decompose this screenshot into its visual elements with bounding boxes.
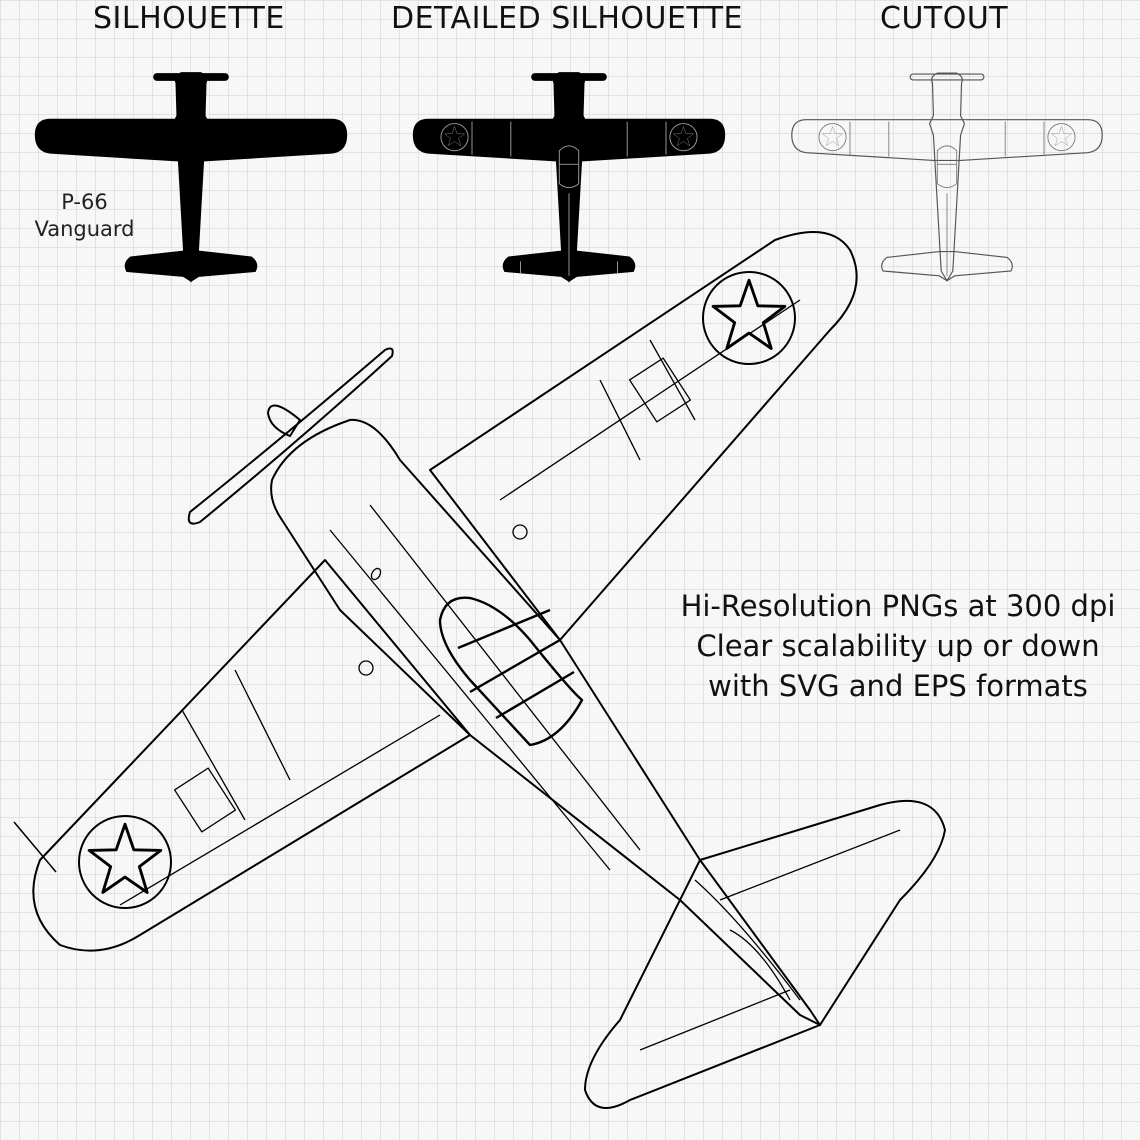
heading-detailed-silhouette: DETAILED SILHOUETTE [391, 1, 743, 36]
heading-silhouette: SILHOUETTE [93, 1, 285, 36]
info-line-2: Clear scalability up or down [696, 629, 1100, 663]
info-line-3: with SVG and EPS formats [708, 669, 1088, 703]
info-line-1: Hi-Resolution PNGs at 300 dpi [680, 589, 1116, 623]
detailed-silhouette [412, 72, 726, 282]
large-line-drawing [13, 231, 946, 1109]
heading-cutout: CUTOUT [880, 1, 1009, 36]
model-variant: Vanguard [34, 217, 135, 241]
solid-silhouette [34, 72, 348, 282]
model-name: P-66 [61, 190, 108, 214]
info-text: Hi-Resolution PNGs at 300 dpi Clear scal… [648, 586, 1140, 706]
model-label: P-66 Vanguard [22, 189, 147, 243]
cutout-outline [791, 72, 1103, 282]
